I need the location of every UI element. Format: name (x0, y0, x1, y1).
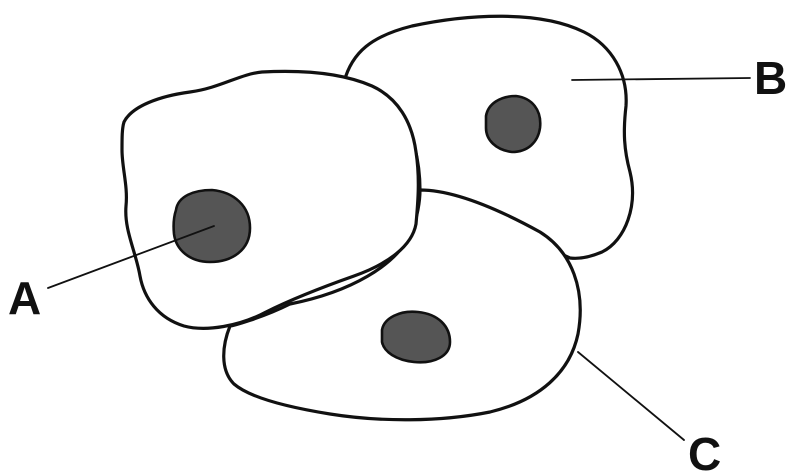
nucleus-b (486, 96, 540, 152)
label-b: B (754, 52, 787, 104)
label-a: A (8, 272, 41, 324)
nucleus-c (382, 312, 450, 363)
leader-line-c (578, 352, 684, 440)
label-c: C (688, 428, 721, 473)
